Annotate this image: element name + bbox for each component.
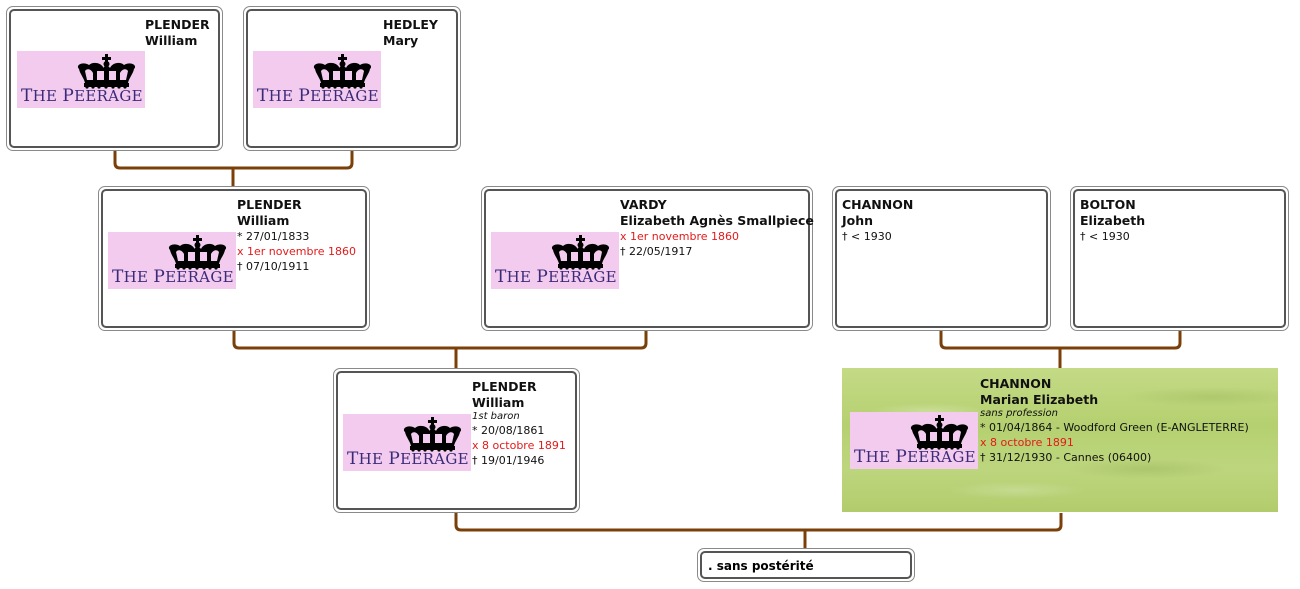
wordmark-part: EERAGE bbox=[548, 268, 617, 286]
wordmark-part: T bbox=[495, 267, 507, 287]
person-card-plender-william-grandfather[interactable]: THE PEERAGE PLENDER William bbox=[6, 6, 223, 151]
wordmark-part: HE bbox=[358, 450, 389, 468]
crown-icon bbox=[77, 54, 136, 89]
death-date: † < 1930 bbox=[842, 230, 892, 243]
connector-gen2-left bbox=[232, 331, 648, 368]
death-date: † 31/12/1930 - Cannes (06400) bbox=[980, 451, 1152, 464]
birth-date: * 27/01/1833 bbox=[237, 230, 310, 243]
given-name: William bbox=[237, 213, 290, 228]
given-name: William bbox=[472, 395, 525, 410]
person-card-hedley-mary[interactable]: THE PEERAGE HEDLEY Mary bbox=[243, 6, 461, 151]
the-peerage-wordmark: THE PEERAGE bbox=[257, 86, 379, 106]
surname: VARDY bbox=[620, 197, 667, 212]
descendants-label: . sans postérité bbox=[700, 551, 912, 579]
person-card-plender-william-1st-baron[interactable]: THE PEERAGE PLENDER William 1st baron * … bbox=[333, 368, 580, 513]
wordmark-part: HE bbox=[506, 268, 537, 286]
the-peerage-wordmark: THE PEERAGE bbox=[495, 267, 617, 287]
marriage-date: x 8 octobre 1891 bbox=[980, 436, 1074, 449]
crown-icon bbox=[910, 415, 969, 450]
connector-gen3 bbox=[454, 513, 1063, 548]
wordmark-part: T bbox=[347, 449, 359, 469]
wordmark-part: HE bbox=[268, 87, 299, 105]
birth-date: * 20/08/1861 bbox=[472, 424, 545, 437]
birth-date: * 01/04/1864 - Woodford Green (E-ANGLETE… bbox=[980, 421, 1249, 434]
surname: BOLTON bbox=[1080, 197, 1136, 212]
person-card-vardy-elizabeth[interactable]: THE PEERAGE VARDY Elizabeth Agnès Smallp… bbox=[481, 186, 814, 331]
surname: HEDLEY bbox=[383, 17, 438, 32]
person-card-channon-marian-elizabeth-selected[interactable]: THE PEERAGE CHANNON Marian Elizabeth san… bbox=[842, 368, 1278, 512]
crown-icon bbox=[403, 417, 462, 452]
occupation: sans profession bbox=[980, 408, 1058, 419]
death-date: † 22/05/1917 bbox=[620, 245, 693, 258]
wordmark-part: EERAGE bbox=[165, 268, 234, 286]
wordmark-part: P bbox=[62, 86, 75, 106]
person-card-bolton-elizabeth[interactable]: BOLTON Elizabeth † < 1930 bbox=[1070, 186, 1289, 331]
marriage-date: x 1er novembre 1860 bbox=[620, 230, 740, 243]
descendants-box[interactable]: . sans postérité bbox=[697, 548, 915, 582]
wordmark-part: T bbox=[21, 86, 33, 106]
wordmark-part: P bbox=[298, 86, 311, 106]
given-name: Mary bbox=[383, 33, 419, 48]
surname: CHANNON bbox=[842, 197, 914, 212]
wordmark-part: P bbox=[536, 267, 549, 287]
given-name: Elizabeth bbox=[1080, 213, 1146, 228]
the-peerage-wordmark: THE PEERAGE bbox=[347, 449, 469, 469]
crown-icon bbox=[551, 235, 610, 270]
the-peerage-logo[interactable]: THE PEERAGE bbox=[108, 232, 236, 289]
person-card-plender-william-father[interactable]: THE PEERAGE PLENDER William * 27/01/1833… bbox=[98, 186, 370, 331]
the-peerage-wordmark: THE PEERAGE bbox=[21, 86, 143, 106]
surname: CHANNON bbox=[980, 376, 1052, 391]
surname: PLENDER bbox=[145, 17, 210, 32]
the-peerage-logo[interactable]: THE PEERAGE bbox=[343, 414, 471, 471]
given-name: Marian Elizabeth bbox=[980, 392, 1099, 407]
marriage-date: x 8 octobre 1891 bbox=[472, 439, 566, 452]
given-name: Elizabeth Agnès Smallpiece bbox=[620, 213, 814, 228]
wordmark-part: P bbox=[153, 267, 166, 287]
the-peerage-wordmark: THE PEERAGE bbox=[854, 447, 976, 467]
crown-icon bbox=[313, 54, 372, 89]
death-date: † < 1930 bbox=[1080, 230, 1130, 243]
surname: PLENDER bbox=[472, 379, 537, 394]
the-peerage-logo[interactable]: THE PEERAGE bbox=[17, 51, 145, 108]
the-peerage-logo[interactable]: THE PEERAGE bbox=[253, 51, 381, 108]
wordmark-part: T bbox=[112, 267, 124, 287]
wordmark-part: EERAGE bbox=[74, 87, 143, 105]
wordmark-part: P bbox=[895, 447, 908, 467]
wordmark-part: HE bbox=[32, 87, 63, 105]
wordmark-part: EERAGE bbox=[907, 448, 976, 466]
wordmark-part: T bbox=[257, 86, 269, 106]
marriage-date: x 1er novembre 1860 bbox=[237, 245, 357, 258]
wordmark-part: HE bbox=[123, 268, 154, 286]
connector-gen2-right bbox=[939, 331, 1182, 368]
person-card-channon-john[interactable]: CHANNON John † < 1930 bbox=[832, 186, 1051, 331]
the-peerage-wordmark: THE PEERAGE bbox=[112, 267, 234, 287]
death-date: † 19/01/1946 bbox=[472, 454, 545, 467]
wordmark-part: EERAGE bbox=[400, 450, 469, 468]
the-peerage-logo[interactable]: THE PEERAGE bbox=[491, 232, 619, 289]
wordmark-part: EERAGE bbox=[310, 87, 379, 105]
given-name: William bbox=[145, 33, 198, 48]
wordmark-part: T bbox=[854, 447, 866, 467]
title: 1st baron bbox=[472, 411, 520, 422]
crown-icon bbox=[168, 235, 227, 270]
wordmark-part: P bbox=[388, 449, 401, 469]
wordmark-part: HE bbox=[865, 448, 896, 466]
the-peerage-logo[interactable]: THE PEERAGE bbox=[850, 412, 978, 469]
connector-gen1 bbox=[113, 151, 354, 186]
death-date: † 07/10/1911 bbox=[237, 260, 310, 273]
surname: PLENDER bbox=[237, 197, 302, 212]
given-name: John bbox=[842, 213, 874, 228]
